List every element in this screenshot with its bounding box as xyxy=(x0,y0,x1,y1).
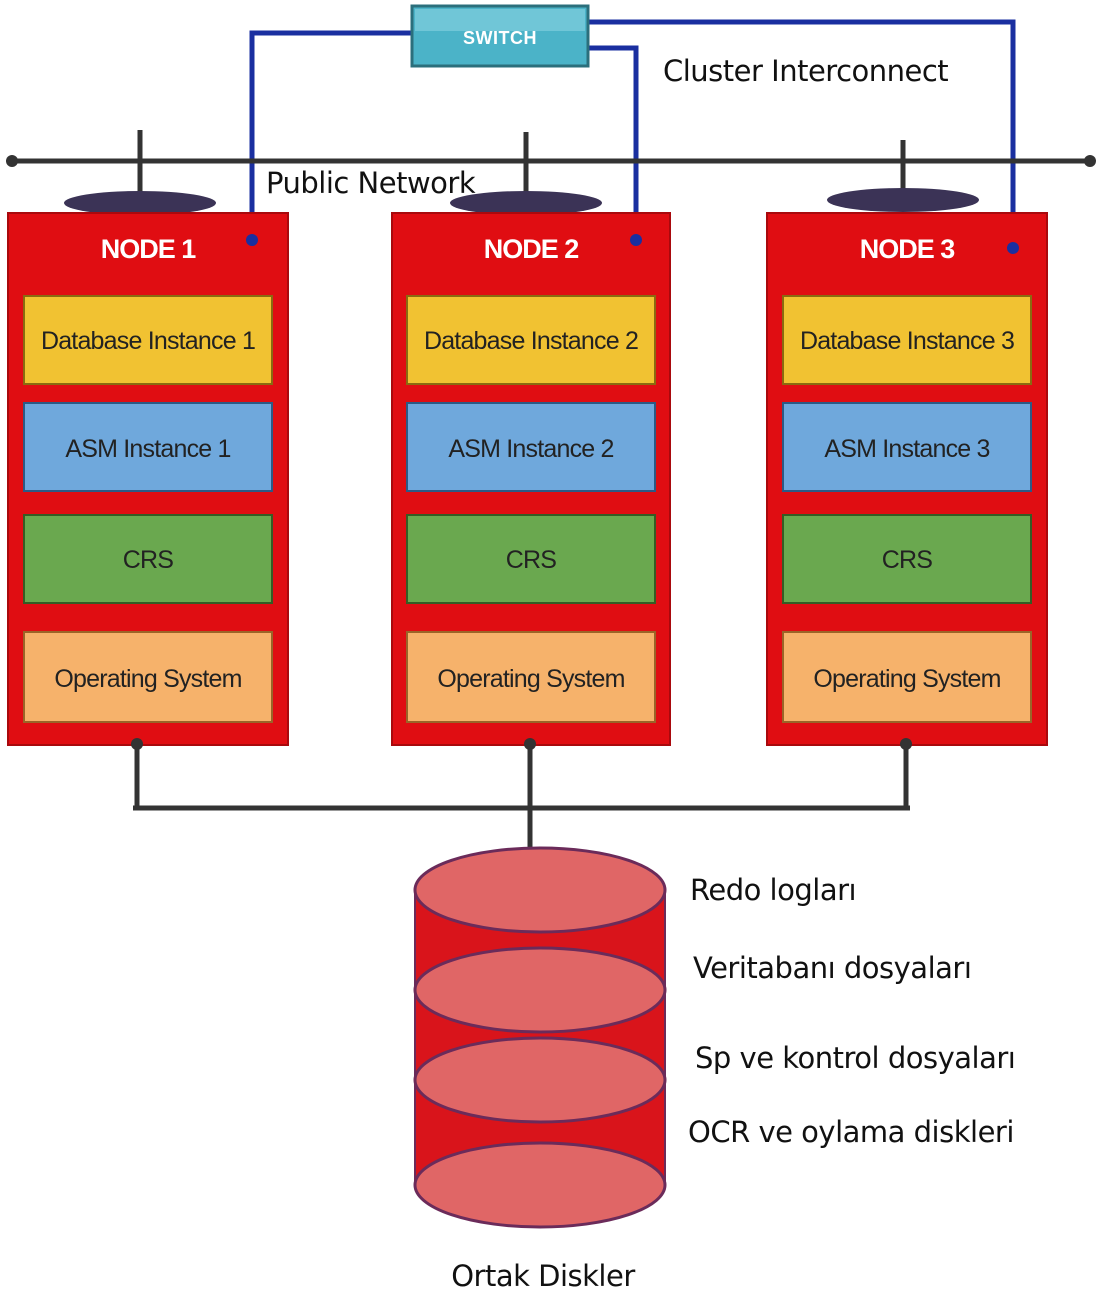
node-2-crs xyxy=(406,514,656,604)
node-1-database-instance xyxy=(23,295,273,385)
network-adapter-node-2 xyxy=(450,191,602,215)
node-2-title: NODE 2 xyxy=(484,234,579,264)
node-3-crs-label: CRS xyxy=(882,546,933,574)
node-3-os-label: Operating System xyxy=(813,665,1000,693)
node-2-asm-label: ASM Instance 2 xyxy=(448,435,613,463)
node-1-database-label: Database Instance 1 xyxy=(41,327,255,355)
disk-label-ocr-voting-disks: OCR ve oylama diskleri xyxy=(688,1115,1014,1149)
node-1-crs xyxy=(23,514,273,604)
interconnect-line-node-1 xyxy=(249,30,412,240)
node-3-database-instance xyxy=(782,295,1032,385)
node-3-asm-label: ASM Instance 3 xyxy=(824,435,989,463)
node-2-operating-system xyxy=(406,631,656,723)
node-2-os-label: Operating System xyxy=(437,665,624,693)
node-1-title: NODE 1 xyxy=(101,234,197,264)
node-1-operating-system xyxy=(23,631,273,723)
node-3-crs xyxy=(782,514,1032,604)
public-network-label: Public Network xyxy=(266,166,476,200)
disk-label-redo-logs: Redo logları xyxy=(690,873,856,907)
cluster-interconnect-lines xyxy=(249,19,1016,248)
node-3-database-label: Database Instance 3 xyxy=(800,327,1014,355)
switch-label: SWITCH xyxy=(463,28,537,48)
public-network-bus xyxy=(6,130,1096,215)
node-3: NODE 3 Database Instance 3 ASM Instance … xyxy=(766,212,1048,746)
node-1-asm-label: ASM Instance 1 xyxy=(65,435,230,463)
cluster-interconnect-label: Cluster Interconnect xyxy=(663,54,948,88)
disk-caption: Ortak Diskler xyxy=(451,1259,635,1293)
node-1-asm-instance xyxy=(23,402,273,492)
node-3-title: NODE 3 xyxy=(860,234,956,264)
disk-label-database-files: Veritabanı dosyaları xyxy=(693,951,971,985)
node-2-crs-label: CRS xyxy=(506,546,557,574)
shared-disk-icon xyxy=(413,846,667,1229)
node-2: NODE 2 Database Instance 2 ASM Instance … xyxy=(391,212,671,746)
node-2-asm-instance xyxy=(406,402,656,492)
node-1-crs-label: CRS xyxy=(123,546,174,574)
node-3-asm-instance xyxy=(782,402,1032,492)
node-2-database-label: Database Instance 2 xyxy=(424,327,638,355)
node-1: NODE 1 Database Instance 1 ASM Instance … xyxy=(7,212,289,746)
node-2-database-instance xyxy=(406,295,656,385)
storage-connection-lines xyxy=(133,745,910,865)
node-1-os-label: Operating System xyxy=(54,665,241,693)
node-3-operating-system xyxy=(782,631,1032,723)
disk-label-sp-control-files: Sp ve kontrol dosyaları xyxy=(695,1041,1015,1075)
interconnect-line-node-2 xyxy=(588,45,639,240)
interconnect-line-node-3 xyxy=(588,19,1016,248)
network-switch: SWITCH xyxy=(410,4,590,68)
network-adapter-node-1 xyxy=(64,191,216,215)
network-adapter-node-3 xyxy=(827,188,979,212)
